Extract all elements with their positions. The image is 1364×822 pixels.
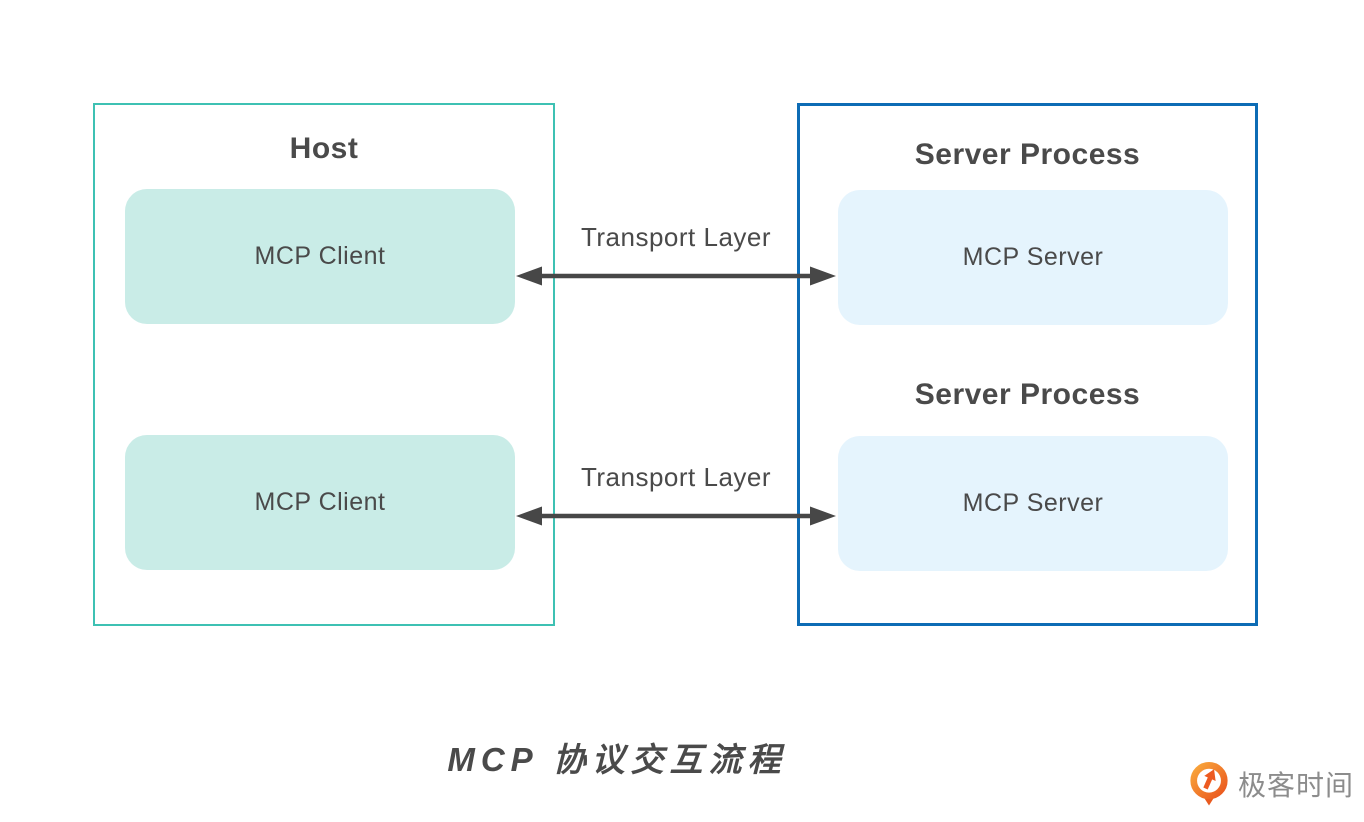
mcp-client-label: MCP Client bbox=[254, 488, 386, 516]
mcp-client-label: MCP Client bbox=[254, 242, 386, 270]
transport-connector-2: Transport Layer bbox=[515, 462, 837, 532]
geektime-logo-icon bbox=[1190, 762, 1228, 806]
transport-layer-label: Transport Layer bbox=[580, 222, 772, 252]
double-arrow-icon bbox=[516, 506, 836, 526]
geektime-logo: 极客时间 bbox=[1188, 760, 1354, 807]
double-arrow-icon bbox=[516, 266, 836, 286]
host-container: Host MCP Client MCP Client bbox=[93, 103, 555, 626]
mcp-client-box-1: MCP Client bbox=[125, 189, 515, 324]
mcp-client-box-2: MCP Client bbox=[125, 435, 515, 570]
server-process-title-1: Server Process bbox=[914, 138, 1141, 171]
diagram-caption: MCP 协议交互流程 bbox=[447, 741, 787, 778]
mcp-server-label: MCP Server bbox=[962, 243, 1104, 271]
mcp-server-box-2: MCP Server bbox=[838, 436, 1228, 571]
mcp-server-box-1: MCP Server bbox=[838, 190, 1228, 325]
server-process-container: Server Process MCP Server Server Process… bbox=[797, 103, 1258, 626]
host-title: Host bbox=[289, 132, 359, 165]
transport-connector-1: Transport Layer bbox=[515, 222, 837, 292]
mcp-server-label: MCP Server bbox=[962, 489, 1104, 517]
geektime-logo-text: 极客时间 bbox=[1238, 769, 1355, 801]
server-process-title-2: Server Process bbox=[914, 378, 1141, 411]
transport-layer-label: Transport Layer bbox=[580, 462, 772, 492]
